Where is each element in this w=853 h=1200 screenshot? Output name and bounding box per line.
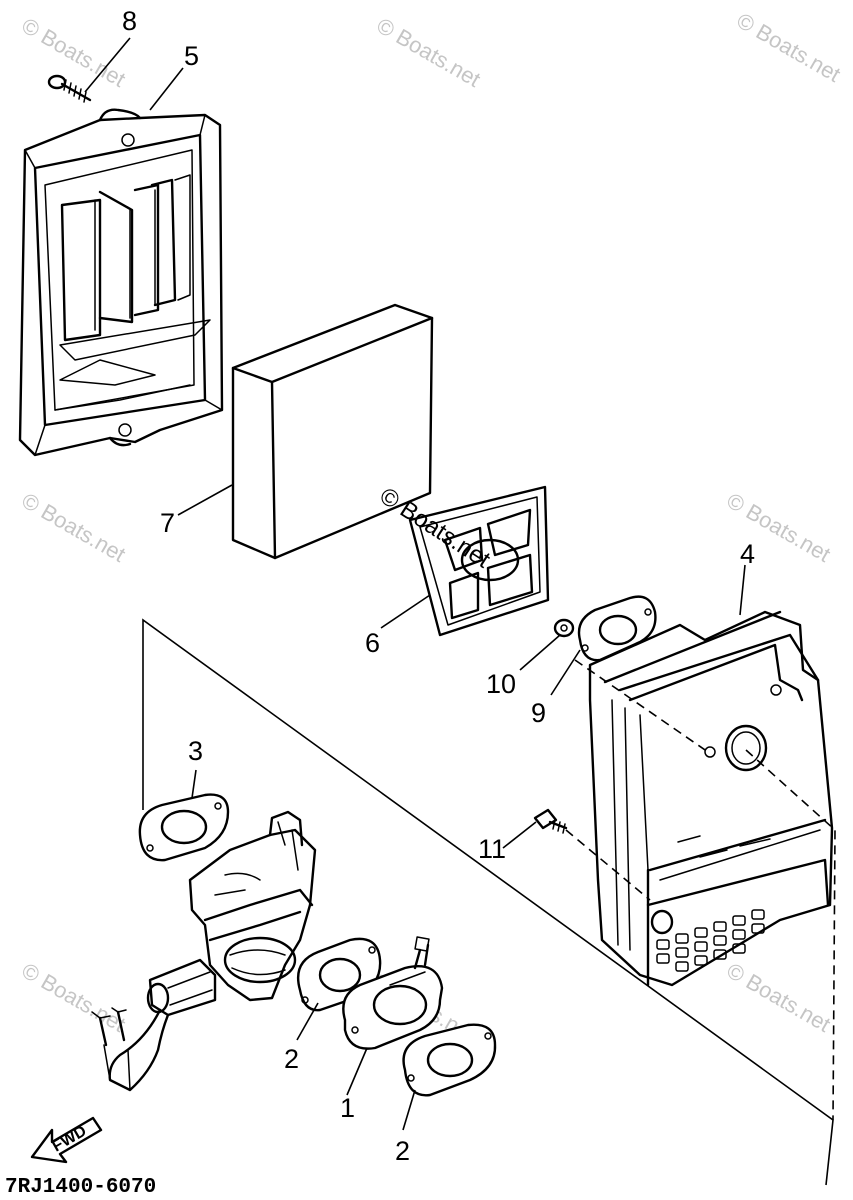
filter-element-part (231, 303, 434, 560)
nut-part (553, 618, 575, 638)
bolt-part (533, 808, 568, 834)
gasket-part-9 (577, 595, 657, 662)
screen-gasket-part (408, 485, 550, 637)
callout-3: 3 (188, 736, 203, 766)
assembly-outline (142, 618, 834, 1186)
joint-part (342, 936, 444, 1050)
carburetor-part (91, 810, 317, 1092)
silencer-case-part (18, 108, 224, 457)
watermark-top-right: © Boats.net (733, 8, 845, 87)
callout-4: 4 (740, 539, 755, 569)
watermark-top-left: © Boats.net (18, 13, 130, 92)
callout-labels: 8 5 7 6 4 10 9 11 3 2 1 2 (122, 6, 755, 1166)
callout-2-upper: 2 (284, 1044, 299, 1074)
callout-1: 1 (340, 1093, 355, 1123)
fwd-arrow-icon: FWD (30, 1116, 103, 1164)
diagram-code: 7RJ1400-6070 (5, 1176, 156, 1199)
callout-10: 10 (486, 669, 516, 699)
watermark-bottom-right: © Boats.net (723, 958, 835, 1037)
gasket-part-2-lower (402, 1023, 497, 1097)
callout-11: 11 (478, 834, 506, 864)
assembly-outline-left (142, 618, 834, 1186)
silencer-cover-part (588, 610, 834, 987)
leader-lines (84, 37, 746, 1131)
fwd-label: FWD (50, 1123, 90, 1156)
callout-2-lower: 2 (395, 1136, 410, 1166)
watermark-bottom-left: © Boats.net (18, 958, 130, 1037)
screw-part (47, 74, 92, 103)
watermark-top-center: © Boats.net (373, 13, 485, 92)
watermark-mid-left: © Boats.net (18, 488, 130, 567)
callout-7: 7 (160, 508, 175, 538)
callout-9: 9 (531, 698, 546, 728)
callout-6: 6 (365, 628, 380, 658)
assembly-dash-lines (565, 659, 836, 1121)
callout-5: 5 (184, 41, 199, 71)
callout-8: 8 (122, 6, 137, 36)
gasket-part-3 (138, 793, 230, 862)
